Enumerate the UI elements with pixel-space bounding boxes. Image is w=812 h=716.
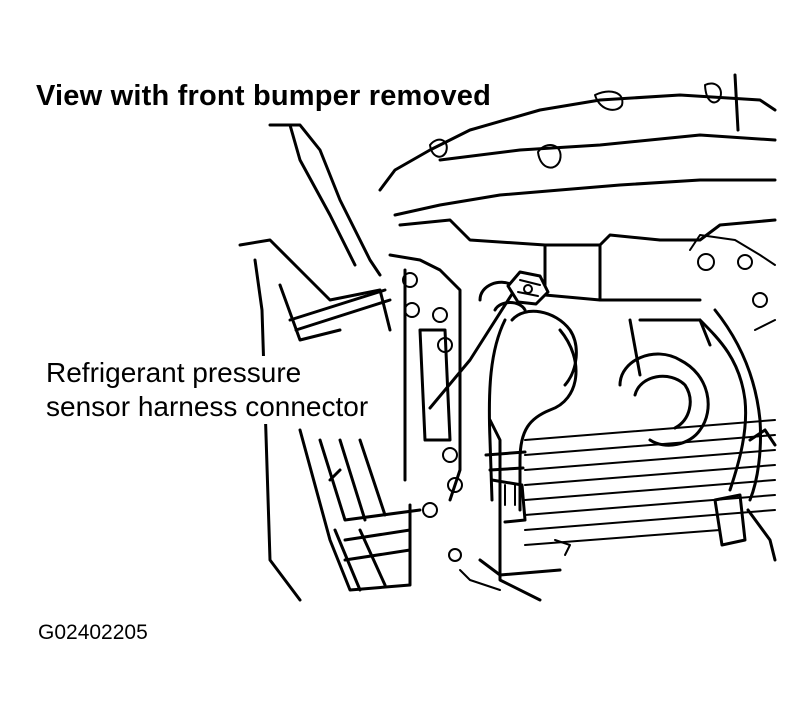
diagram-title: View with front bumper removed	[36, 80, 492, 112]
engine-upper-structure	[268, 73, 777, 308]
radiator-support-bracket	[238, 238, 463, 562]
refrigerant-line	[478, 280, 578, 524]
condenser-core	[459, 418, 776, 602]
pressure-sensor-connector	[506, 270, 550, 306]
callout-label: Refrigerant pressure sensor harness conn…	[46, 356, 373, 424]
wiring-harness-right	[698, 308, 777, 562]
callout-label-line2: sensor harness connector	[46, 390, 373, 424]
figure-id: G02402205	[38, 621, 148, 644]
callout-leader-line	[428, 292, 514, 410]
callout-label-line1: Refrigerant pressure	[46, 356, 373, 390]
radiator-shroud	[253, 258, 422, 602]
